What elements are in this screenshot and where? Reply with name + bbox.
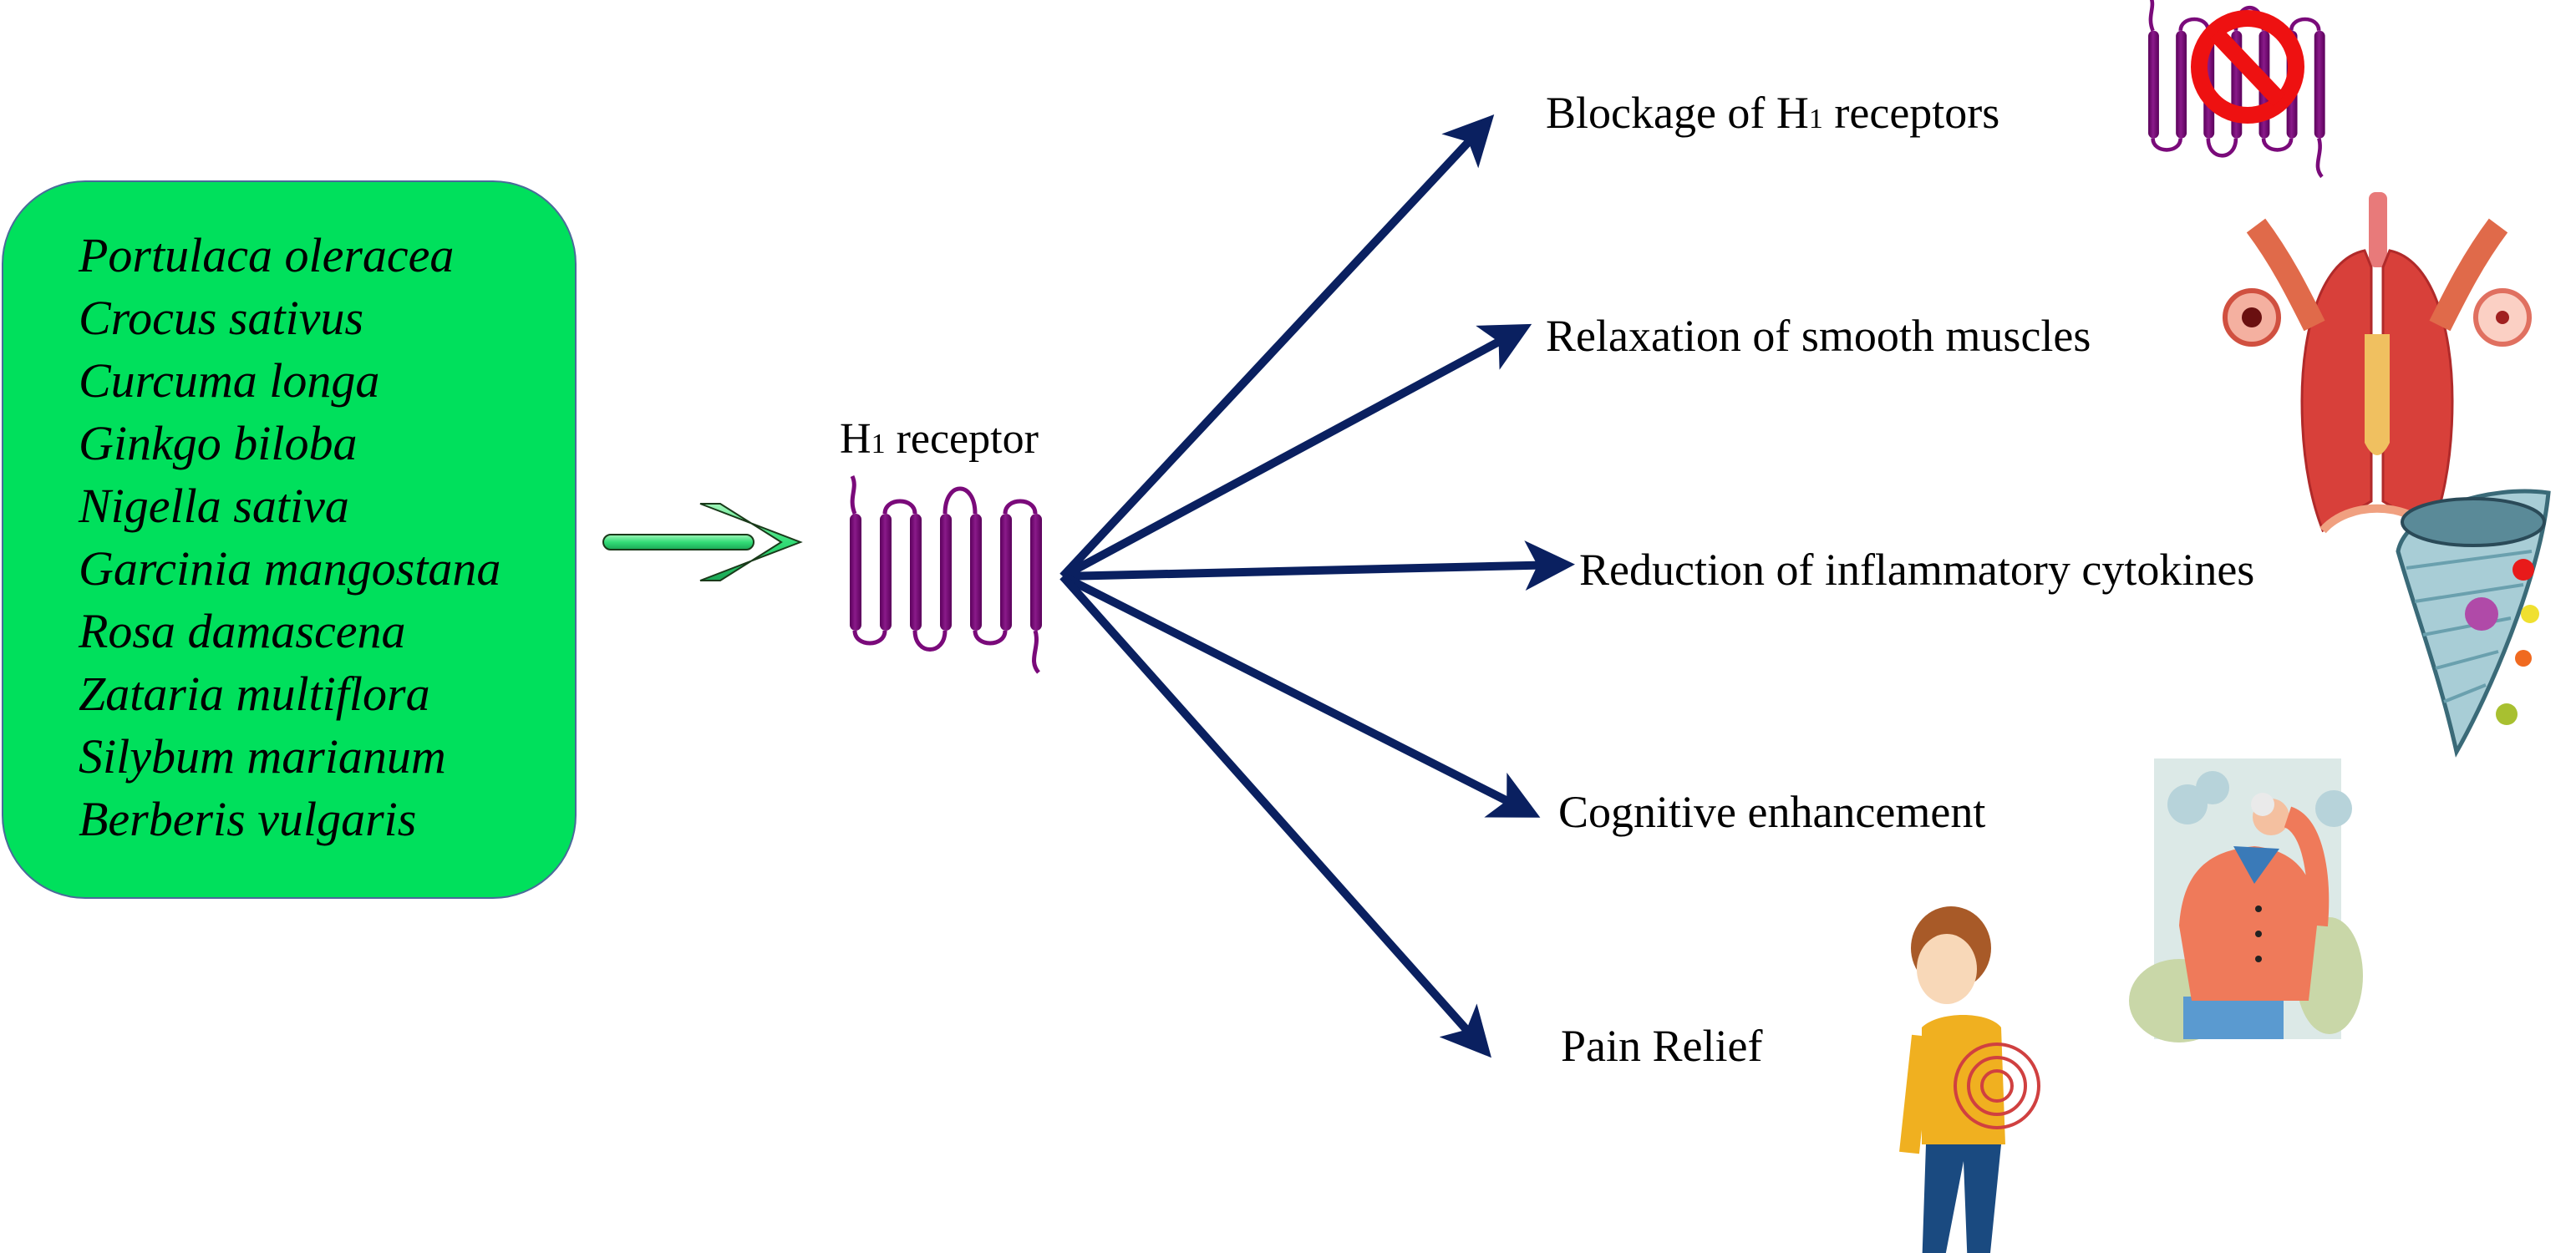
receptor-label: H1 receptor xyxy=(840,415,1039,463)
species-item: Garcinia mangostana xyxy=(79,541,501,596)
effect-arrow-1 xyxy=(1059,114,1495,580)
species-item: Nigella sativa xyxy=(79,479,349,533)
species-item: Zataria multiflora xyxy=(79,667,430,721)
receptor-helix xyxy=(2176,30,2187,139)
receptor-loop xyxy=(1003,499,1038,515)
species-item: Portulaca oleracea xyxy=(79,228,455,282)
receptor-helix xyxy=(880,514,892,631)
thinking-elder-icon xyxy=(2129,758,2363,1042)
species-item: Rosa damascena xyxy=(79,604,406,658)
receptor-loop xyxy=(912,630,948,652)
plant-list-box: Portulaca oleracea Crocus sativus Curcum… xyxy=(2,180,577,899)
receptor-helix xyxy=(2314,30,2325,139)
receptor-loop xyxy=(1032,630,1041,674)
receptor-helix xyxy=(910,514,922,631)
effect-arrow-4 xyxy=(1060,572,1541,818)
receptor-helix xyxy=(940,514,952,631)
blocked-receptor-icon xyxy=(2148,0,2325,179)
cytokine-storm-icon xyxy=(2396,489,2551,758)
effect-arrow-2 xyxy=(1060,323,1532,581)
receptor-loop xyxy=(882,499,917,515)
receptor-loop xyxy=(2206,138,2238,158)
h1-receptor-icon xyxy=(850,474,1042,674)
receptor-loop xyxy=(2178,17,2211,32)
receptor-loop xyxy=(2289,17,2321,32)
back-pain-person-icon xyxy=(1899,906,2040,1253)
receptor-helix xyxy=(1030,514,1042,631)
receptor-loop xyxy=(973,630,1008,646)
species-item: Silybum marianum xyxy=(79,729,446,784)
species-item: Crocus sativus xyxy=(79,291,364,345)
receptor-loop xyxy=(2261,138,2294,152)
effect-label-cytokines: Reduction of inflammatory cytokines xyxy=(1579,545,2255,595)
receptor-loop xyxy=(852,630,887,646)
lungs-icon xyxy=(2223,192,2532,534)
effect-arrows xyxy=(1059,114,1575,1058)
effect-arrow-5 xyxy=(1059,573,1491,1058)
effect-label-relaxation: Relaxation of smooth muscles xyxy=(1546,311,2091,361)
receptor-helix xyxy=(850,514,861,631)
receptor-helix xyxy=(1000,514,1012,631)
input-arrow-icon xyxy=(602,503,803,581)
species-item: Curcuma longa xyxy=(79,353,380,408)
effect-arrow-3 xyxy=(1062,540,1575,591)
receptor-loop xyxy=(850,474,857,515)
receptor-loop xyxy=(2148,0,2155,32)
receptor-loop xyxy=(2315,137,2324,179)
effect-label-pain-relief: Pain Relief xyxy=(1561,1021,1763,1071)
effect-label-blockage: Blockage of H1 receptors xyxy=(1546,88,2000,138)
species-item: Ginkgo biloba xyxy=(79,416,358,470)
species-item: Berberis vulgaris xyxy=(79,792,417,846)
receptor-helix xyxy=(2148,30,2159,139)
receptor-helix xyxy=(970,514,982,631)
effect-label-cognitive: Cognitive enhancement xyxy=(1558,787,1986,837)
receptor-loop xyxy=(2151,138,2182,152)
receptor-loop xyxy=(943,486,978,515)
